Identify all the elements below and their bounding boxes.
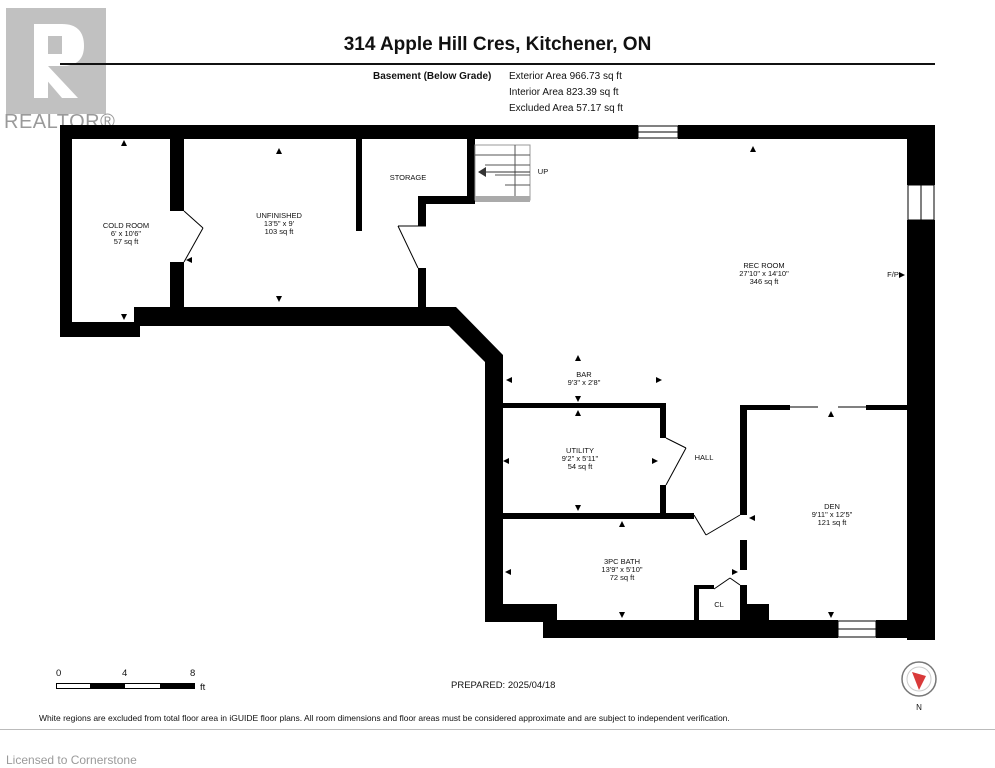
excluded-area: Excluded Area 57.17 sq ft	[509, 103, 623, 114]
utility-dims: 9'2" x 5'11"	[562, 454, 599, 463]
footer-divider	[0, 729, 995, 730]
bath-area: 72 sq ft	[610, 573, 636, 582]
bath-name: 3PC BATH	[604, 557, 640, 566]
scale-unit: ft	[200, 682, 206, 693]
page-title: 314 Apple Hill Cres, Kitchener, ON	[343, 34, 652, 55]
scale-bar: 0 4 8 ft	[56, 668, 226, 698]
fireplace-label: F/P	[887, 270, 899, 279]
interior-area: Interior Area 823.39 sq ft	[509, 87, 619, 98]
den-dims: 9'11" x 12'5"	[812, 510, 853, 519]
rec-room-dims: 27'10" x 14'10"	[739, 269, 789, 278]
windows	[637, 125, 935, 638]
scale-bar-graphic	[56, 683, 195, 689]
dimension-arrows	[121, 140, 913, 618]
unfinished-dims: 13'5" x 9'	[264, 219, 295, 228]
stairs-up-label: UP	[538, 167, 548, 176]
cold-room-area: 57 sq ft	[114, 237, 140, 246]
unfinished-name: UNFINISHED	[256, 211, 302, 220]
title-divider	[60, 63, 935, 65]
scale-tick-4: 4	[122, 668, 128, 679]
utility-name: UTILITY	[566, 446, 594, 455]
bar-dims: 9'3" x 2'8"	[568, 378, 601, 387]
level-label: Basement (Below Grade)	[373, 71, 492, 82]
compass-icon: N	[900, 660, 938, 712]
rec-room-area: 346 sq ft	[750, 277, 780, 286]
stairs-icon	[474, 144, 531, 202]
den-area: 121 sq ft	[818, 518, 848, 527]
storage-name: STORAGE	[390, 173, 427, 182]
bar-name: BAR	[576, 370, 592, 379]
disclaimer-text: White regions are excluded from total fl…	[39, 713, 730, 723]
walls	[60, 125, 935, 640]
bath-dims: 13'9" x 5'10"	[601, 565, 642, 574]
exterior-area: Exterior Area 966.73 sq ft	[509, 71, 622, 82]
cold-room-dims: 6' x 10'6"	[111, 229, 141, 238]
scale-tick-0: 0	[56, 668, 62, 679]
realtor-logo-icon	[6, 8, 106, 114]
unfinished-area: 103 sq ft	[265, 227, 295, 236]
doors	[183, 210, 866, 590]
utility-area: 54 sq ft	[568, 462, 594, 471]
hall-name: HALL	[695, 453, 714, 462]
scale-tick-8: 8	[190, 668, 196, 679]
rec-room-name: REC ROOM	[743, 261, 784, 270]
den-name: DEN	[824, 502, 840, 511]
compass-north-label: N	[916, 703, 922, 712]
prepared-date: PREPARED: 2025/04/18	[451, 680, 556, 691]
closet-name: CL	[714, 600, 724, 609]
cold-room-name: COLD ROOM	[103, 221, 149, 230]
license-watermark: Licensed to Cornerstone	[6, 753, 137, 767]
